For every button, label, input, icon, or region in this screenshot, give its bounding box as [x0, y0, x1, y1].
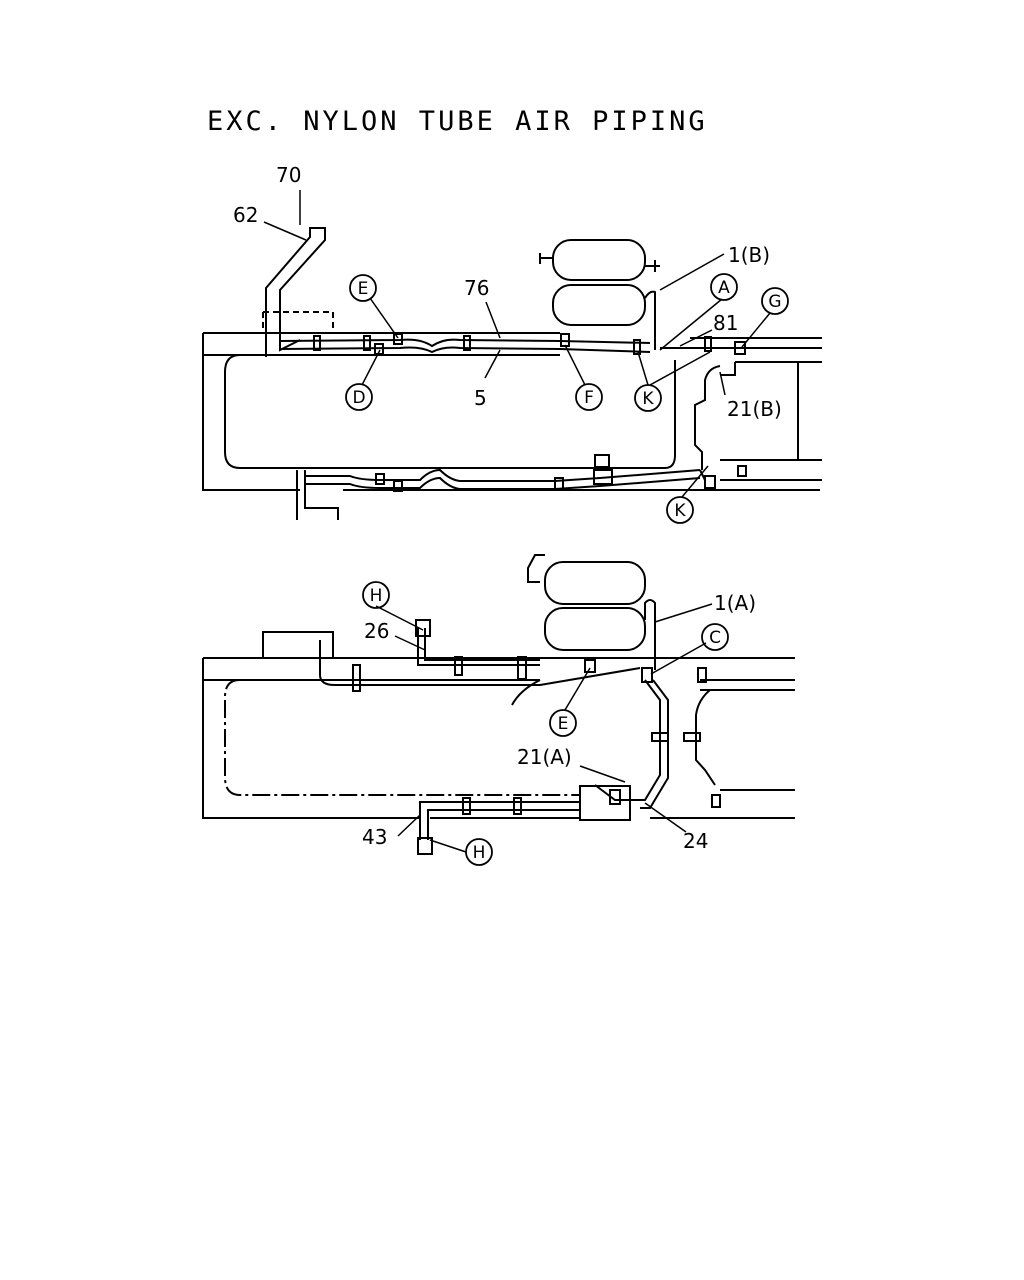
air-tank-upper-b — [544, 561, 646, 605]
part-number-1b: 1(B) — [728, 243, 770, 267]
pipe-76 — [279, 338, 651, 348]
circle-label-e-top: E — [358, 279, 369, 299]
bottom-rail-right — [700, 679, 795, 791]
bottom-frame-outer — [202, 657, 795, 819]
part-number-70: 70 — [276, 163, 301, 187]
circle-label-c: C — [709, 628, 721, 648]
pipe-lower-stub — [296, 470, 339, 520]
top-crossmember — [694, 365, 721, 470]
bottom-view-drawing — [202, 554, 795, 855]
top-fittings — [313, 333, 747, 492]
air-tank-lower — [552, 284, 646, 326]
pipe-21a — [594, 679, 661, 801]
top-rail-right — [660, 337, 822, 481]
top-frame-outer — [202, 332, 820, 491]
bottom-main-run — [319, 640, 641, 686]
tank-b-left-pipe — [527, 554, 545, 583]
part-number-26: 26 — [364, 619, 389, 643]
circle-label-k-top: K — [642, 389, 654, 409]
part-number-24: 24 — [683, 829, 708, 853]
valve-h-lower — [417, 837, 433, 855]
circle-label-h-bottom: H — [473, 843, 486, 863]
tank-valve-right — [645, 260, 660, 272]
part-number-21b: 21(B) — [727, 397, 782, 421]
circle-label-g: G — [768, 292, 781, 312]
part-number-81: 81 — [713, 311, 738, 335]
top-bracket — [262, 311, 334, 332]
circle-label-h-top: H — [370, 586, 383, 606]
pipe-1a — [644, 599, 656, 670]
bottom-fittings — [352, 656, 721, 815]
circle-label-f: F — [584, 388, 594, 408]
leader-lines — [263, 190, 771, 853]
pipe-5 — [279, 346, 651, 354]
air-tank-upper — [552, 239, 646, 281]
pipe-62 — [265, 227, 326, 357]
pipe-24 — [640, 679, 669, 809]
valve-block — [579, 785, 631, 821]
part-number-5: 5 — [474, 386, 487, 410]
part-number-1a: 1(A) — [714, 591, 756, 615]
top-view-drawing — [202, 227, 822, 520]
valve-h-upper — [415, 619, 431, 637]
hose-loop — [511, 679, 541, 706]
top-frame-inner — [224, 354, 676, 469]
circle-label-k-lower: K — [674, 501, 686, 521]
circle-label-a: A — [718, 278, 730, 298]
circle-label-d: D — [352, 388, 365, 408]
part-number-21a: 21(A) — [517, 745, 572, 769]
circle-markers — [345, 273, 789, 866]
pipe-26 — [417, 628, 540, 666]
pipe-lower-run — [305, 468, 701, 482]
tank-valve-left — [539, 253, 553, 264]
part-number-76: 76 — [464, 276, 489, 300]
air-tank-lower-b — [544, 607, 646, 651]
pipe-1b — [644, 290, 656, 350]
bottom-crossmember — [695, 689, 716, 786]
pipe-lower-run-2 — [305, 476, 701, 490]
bottom-frame-inner — [224, 679, 580, 796]
circle-label-e-bottom: E — [558, 714, 569, 734]
part-number-43: 43 — [362, 825, 387, 849]
bottom-bracket — [262, 631, 334, 659]
pipe-43 — [419, 801, 580, 840]
part-number-62: 62 — [233, 203, 258, 227]
diagram-title: EXC. NYLON TUBE AIR PIPING — [207, 106, 708, 137]
